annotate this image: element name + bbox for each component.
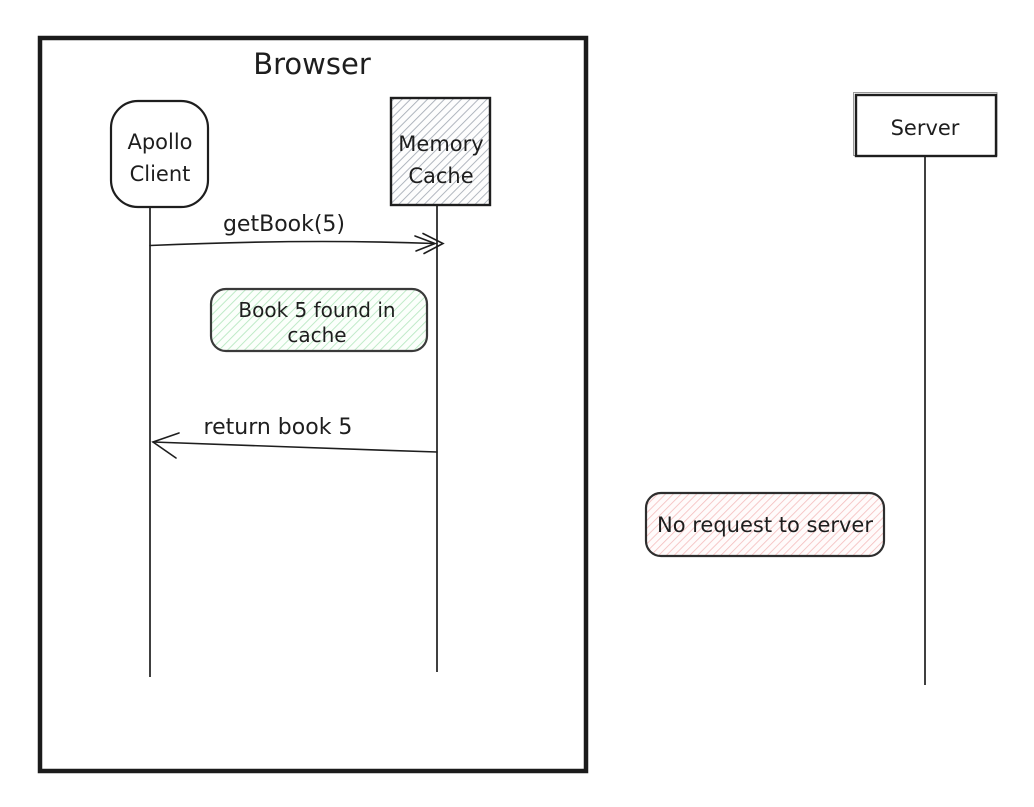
browser-title: Browser [253,47,371,81]
getbook-arrow-shaft [149,240,435,247]
memory-cache-label-line2: Cache [408,164,473,188]
note-no-request-label: No request to server [657,513,873,537]
return-message-label: return book 5 [204,415,353,440]
browser-frame [37,35,589,774]
note-cache-hit [209,287,429,353]
apollo-client-label-line1: Apollo [127,130,192,154]
server-box [854,93,998,158]
memory-cache-label-line1: Memory [398,132,483,156]
getbook-arrowhead-outer [422,232,445,255]
getbook-arrowhead-inner [414,235,438,252]
return-arrow-shaft [152,441,438,453]
getbook-message-label: getBook(5) [223,212,345,237]
note-cache-hit-line1: Book 5 found in [238,298,395,322]
apollo-client-box [109,99,210,209]
note-no-request [644,491,886,558]
server-label: Server [891,116,960,140]
apollo-client-label-line2: Client [130,162,191,186]
note-cache-hit-line2: cache [287,323,346,347]
server-box-sketch-stroke [853,92,998,156]
memory-cache-box [389,96,492,207]
return-arrowhead [151,432,180,459]
